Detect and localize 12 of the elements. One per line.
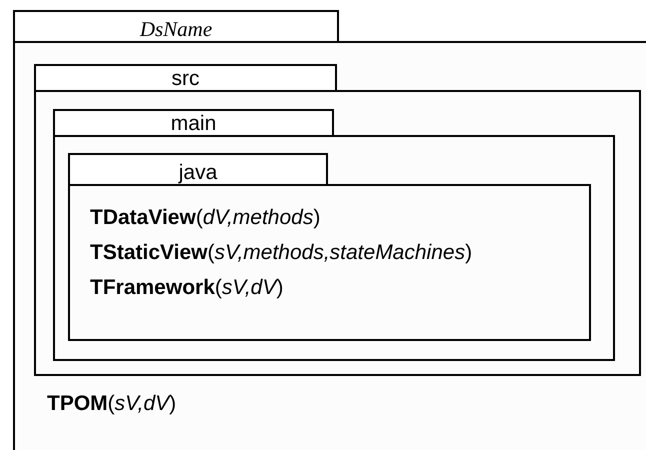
class-signature: TFramework(sV,dV): [90, 275, 284, 300]
package-folder: [53, 109, 615, 361]
package-folder: [34, 64, 641, 376]
package-folder: [13, 10, 646, 450]
package-name: DsName: [140, 19, 212, 42]
class-signature: TStaticView(sV,methods,stateMachines): [90, 240, 472, 266]
package-name: java: [178, 162, 218, 185]
package-name: src: [172, 68, 200, 91]
class-signature: TPOM(sV,dV): [47, 391, 176, 416]
class-signature: TDataView(dV,methods): [90, 205, 320, 230]
package-folder: [68, 153, 591, 341]
package-name: main: [170, 113, 216, 136]
